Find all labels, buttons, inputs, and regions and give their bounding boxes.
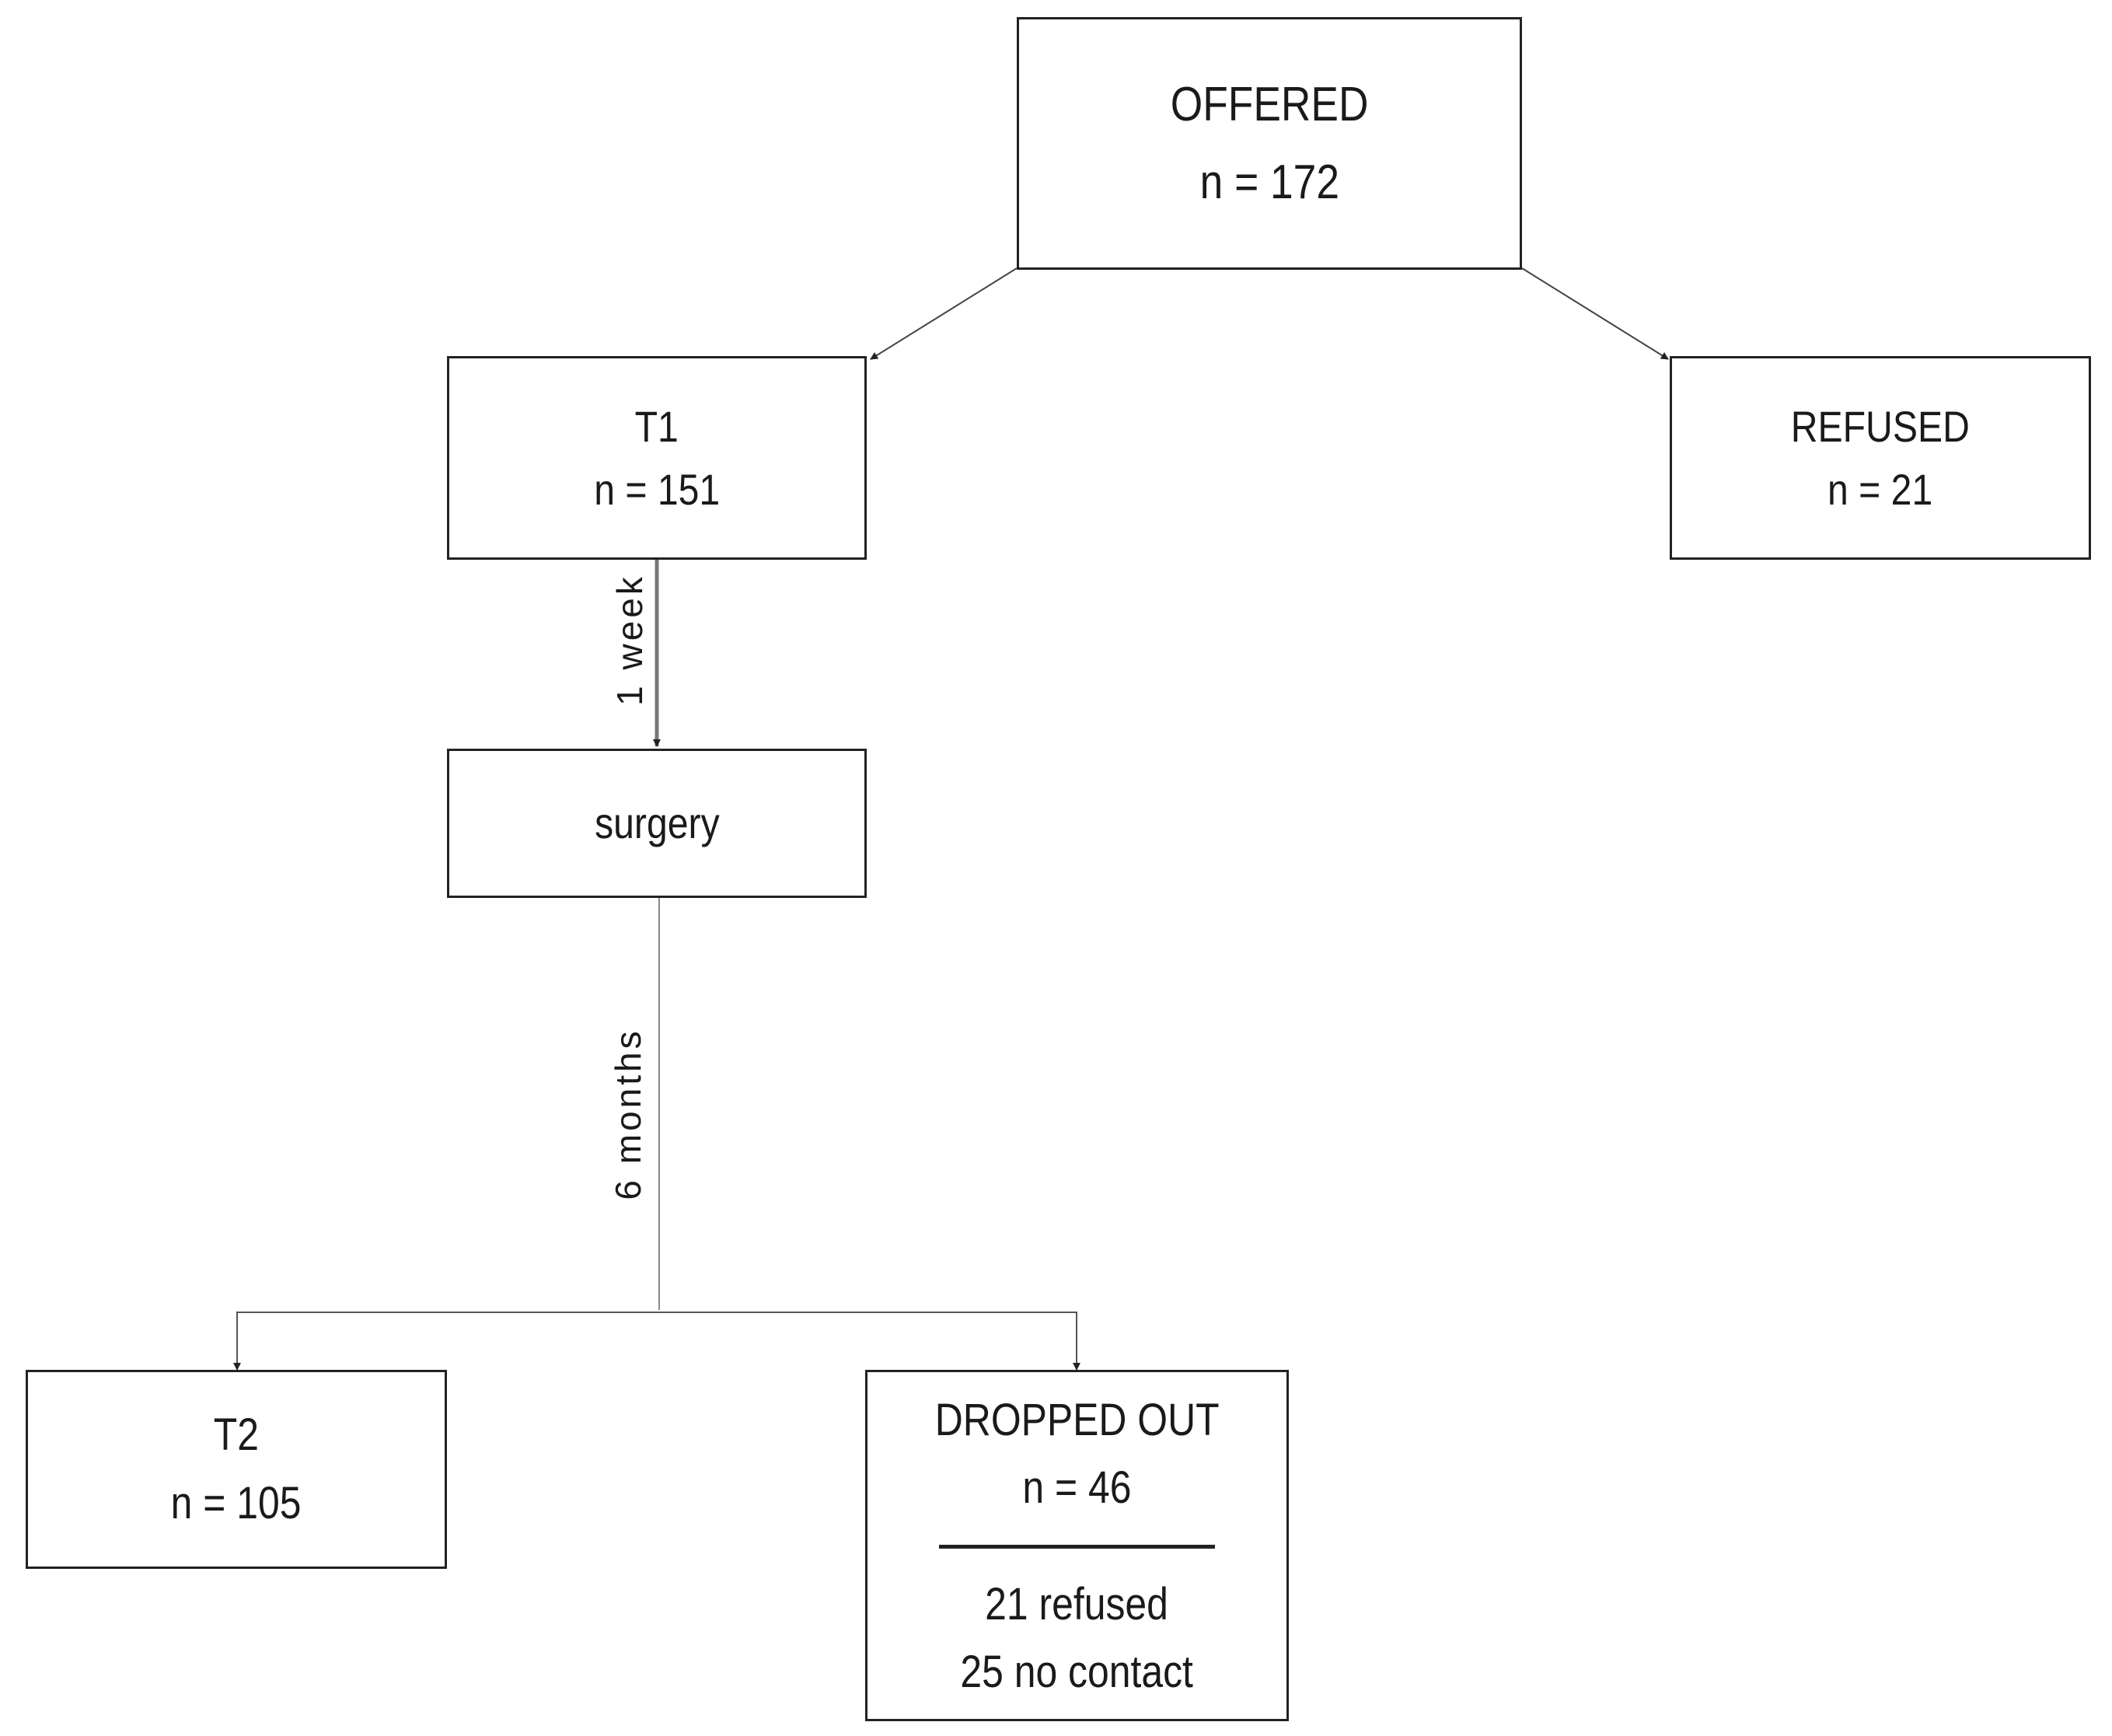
node-surgery-label: surgery [594, 798, 720, 848]
node-dropped-out-count: n = 46 [1022, 1462, 1132, 1513]
node-refused-label: REFUSED [1790, 401, 1971, 451]
node-t1-label: T1 [634, 401, 679, 451]
node-t1-count: n = 151 [593, 465, 721, 514]
arrow-offered-to-refused [1521, 267, 1669, 360]
edge-label-1-week: 1 week [609, 574, 650, 706]
node-t2-label: T2 [213, 1409, 260, 1460]
arrow-offered-to-t1 [870, 267, 1018, 360]
node-refused: REFUSED n = 21 [1670, 356, 2091, 560]
node-offered-label: OFFERED [1170, 78, 1369, 132]
node-surgery: surgery [447, 749, 867, 898]
node-t2-count: n = 105 [171, 1478, 302, 1528]
node-refused-count: n = 21 [1827, 465, 1933, 514]
node-dropped-out: DROPPED OUT n = 46 21 refused 25 no cont… [865, 1370, 1289, 1721]
edge-label-6-months: 6 months [608, 1028, 648, 1200]
node-t1: T1 n = 151 [447, 356, 867, 560]
node-dropped-out-label: DROPPED OUT [934, 1394, 1220, 1445]
node-t2: T2 n = 105 [26, 1370, 447, 1569]
branch-horizontal-line [236, 1312, 1077, 1368]
node-offered-count: n = 172 [1199, 155, 1339, 209]
node-dropped-out-detail-refused: 21 refused [985, 1578, 1169, 1629]
node-dropped-out-detail-no-contact: 25 no contact [960, 1646, 1194, 1697]
node-offered: OFFERED n = 172 [1017, 17, 1522, 270]
node-dropped-out-divider [939, 1544, 1215, 1549]
